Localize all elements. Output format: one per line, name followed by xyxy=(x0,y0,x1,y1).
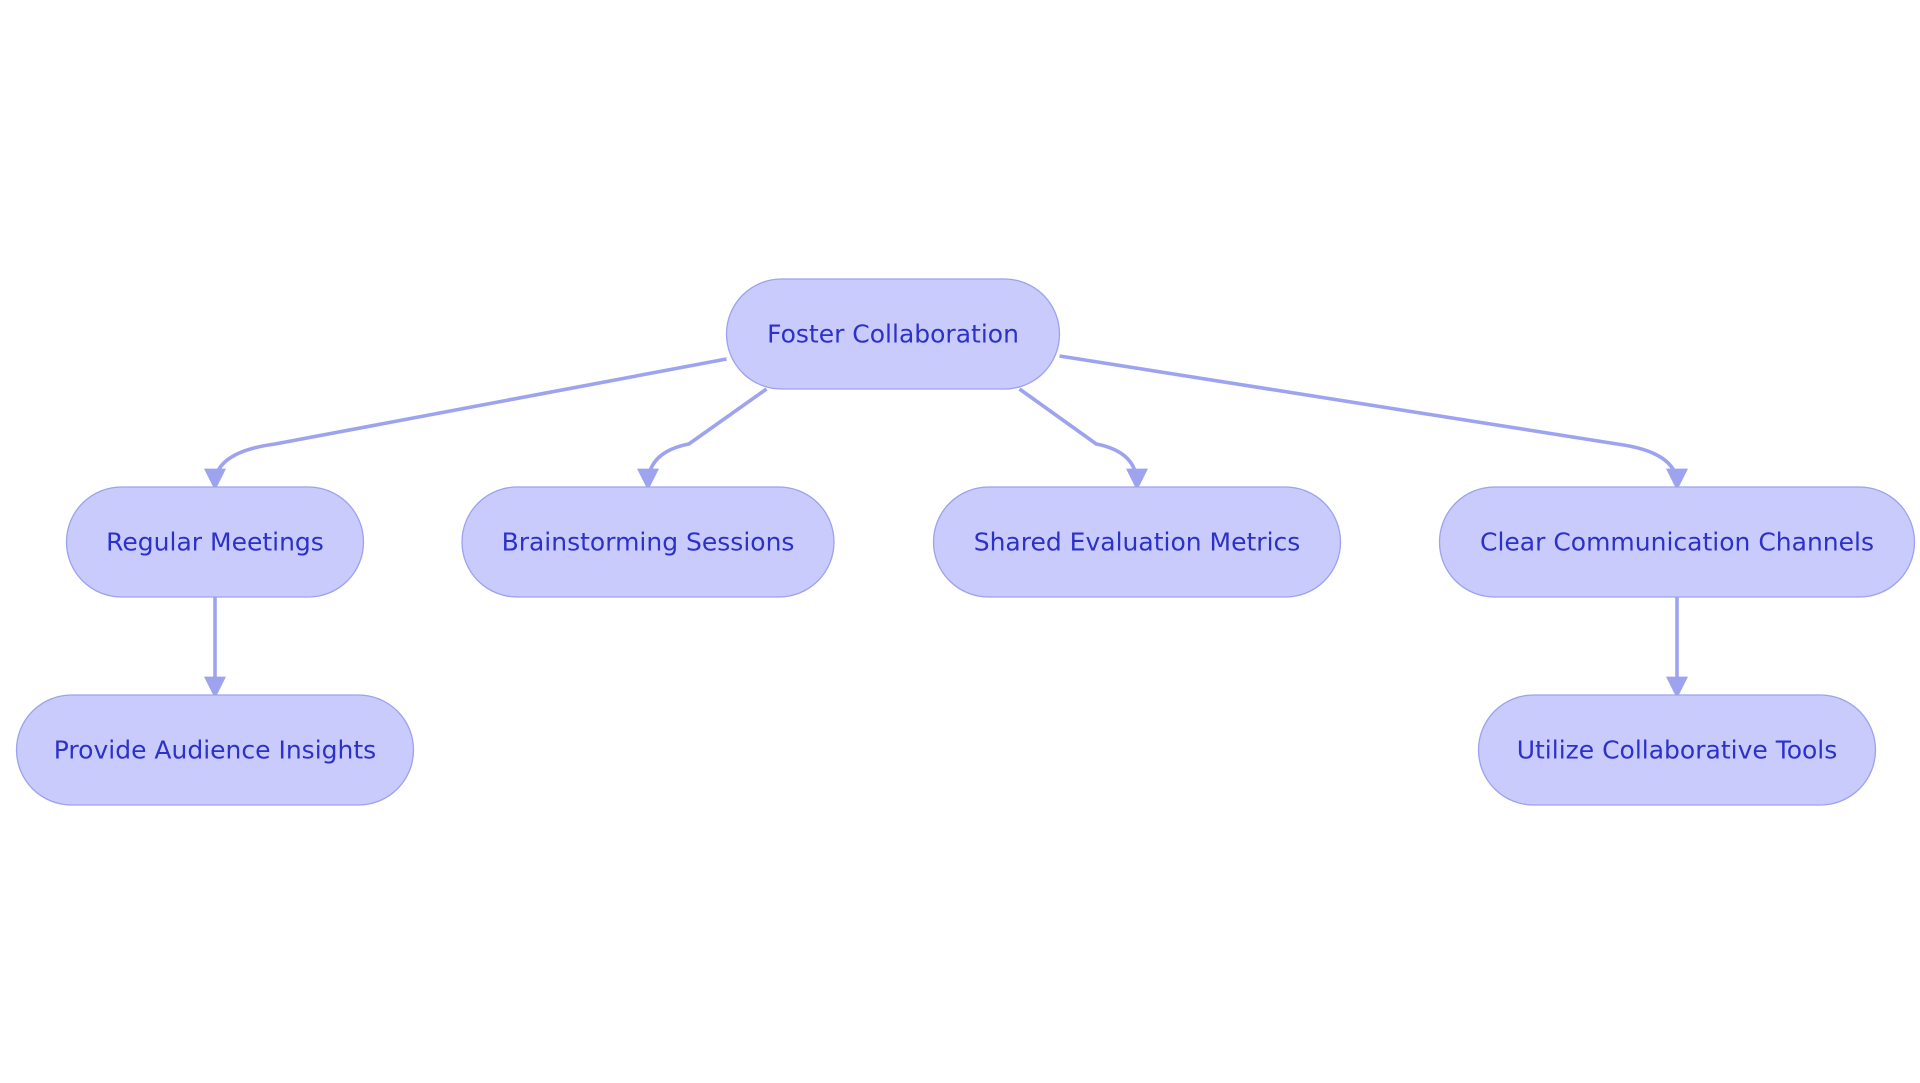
node-metrics-label: Shared Evaluation Metrics xyxy=(974,528,1301,557)
node-channels-shape xyxy=(1438,486,1916,598)
node-insights: Provide Audience Insights xyxy=(15,694,415,806)
node-foster-shape xyxy=(725,278,1061,390)
node-tools-label: Utilize Collaborative Tools xyxy=(1517,736,1838,765)
node-channels: Clear Communication Channels xyxy=(1438,486,1916,598)
edge-foster-to-channels xyxy=(1059,354,1688,491)
node-tools-shape xyxy=(1477,694,1877,806)
node-insights-shape xyxy=(15,694,415,806)
node-brainstorm-label: Brainstorming Sessions xyxy=(502,528,795,557)
node-insights-label: Provide Audience Insights xyxy=(54,736,376,765)
edge-foster-to-brainstorm xyxy=(637,387,768,491)
node-meetings-label: Regular Meetings xyxy=(106,528,324,557)
node-metrics: Shared Evaluation Metrics xyxy=(932,486,1342,598)
node-foster-label: Foster Collaboration xyxy=(767,320,1019,349)
node-tools: Utilize Collaborative Tools xyxy=(1477,694,1877,806)
edge-foster-to-metrics xyxy=(1018,387,1148,491)
node-foster: Foster Collaboration xyxy=(725,278,1061,390)
node-meetings: Regular Meetings xyxy=(65,486,365,598)
node-channels-label: Clear Communication Channels xyxy=(1480,528,1874,557)
edge-foster-to-meetings xyxy=(204,357,727,491)
node-brainstorm-shape xyxy=(461,486,835,598)
edges-layer xyxy=(204,354,1688,699)
node-brainstorm: Brainstorming Sessions xyxy=(461,486,835,598)
node-meetings-shape xyxy=(65,486,365,598)
node-metrics-shape xyxy=(932,486,1342,598)
